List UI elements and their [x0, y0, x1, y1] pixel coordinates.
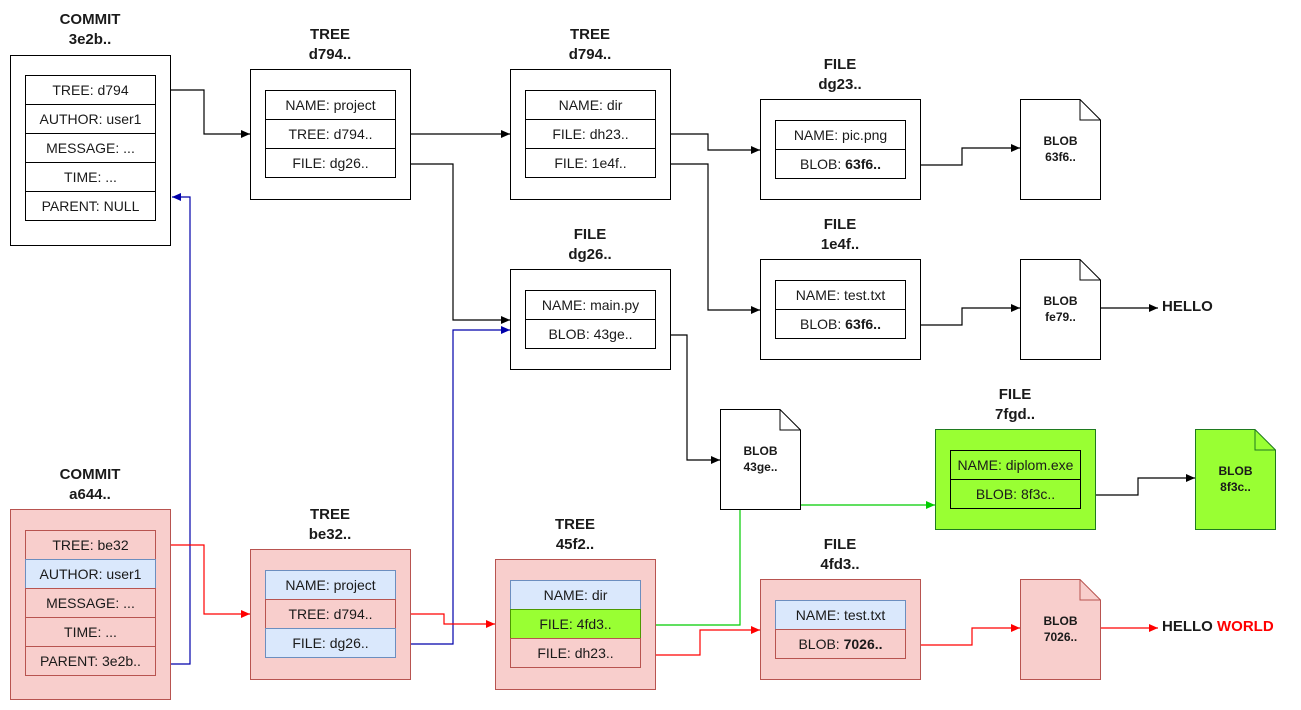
commit2-message: MESSAGE: ...	[25, 588, 156, 618]
commit1-node: TREE: d794 AUTHOR: user1 MESSAGE: ... TI…	[10, 55, 171, 246]
wire-commit2-tree3	[155, 544, 250, 618]
file-1e4f-title: FILE 1e4f..	[820, 216, 860, 253]
file-dg23-node: NAME: pic.png BLOB: 63f6..	[760, 99, 921, 200]
document-icon	[1020, 579, 1101, 680]
file-dg23-blob-prefix: BLOB:	[800, 156, 846, 172]
tree4-file-dh23: FILE: dh23..	[510, 638, 641, 668]
wire-tree1-filedg26	[395, 163, 510, 324]
file-1e4f-node: NAME: test.txt BLOB: 63f6..	[760, 259, 921, 360]
file-dg23-title: FILE dg23..	[818, 56, 862, 93]
blob-63f6: BLOB 63f6..	[1020, 99, 1101, 200]
commit1-title: COMMIT 3e2b..	[59, 11, 121, 48]
file-4fd3-title: FILE 4fd3..	[820, 536, 860, 573]
wire-file7fgd-blob	[1080, 474, 1195, 496]
commit1-parent: PARENT: NULL	[25, 191, 156, 221]
tree3-title: TREE be32..	[308, 506, 352, 543]
tree1-tree: TREE: d794..	[265, 119, 396, 149]
file-7fgd-blob: BLOB: 8f3c..	[950, 479, 1081, 509]
commit1-time: TIME: ...	[25, 162, 156, 192]
wire-tree4-file7fgd	[640, 501, 935, 626]
commit2-node: TREE: be32 AUTHOR: user1 MESSAGE: ... TI…	[10, 509, 171, 700]
wire-tree3-tree4	[395, 613, 495, 628]
file-dg26-blob: BLOB: 43ge..	[525, 319, 656, 349]
blob-43ge-label: BLOB 43ge..	[743, 444, 778, 474]
tree2-node: NAME: dir FILE: dh23.. FILE: 1e4f..	[510, 69, 671, 200]
blob-8f3c-label: BLOB 8f3c..	[1218, 464, 1253, 494]
file-dg26-title: FILE dg26..	[568, 226, 612, 263]
wire-commit1-tree1	[171, 89, 250, 138]
blob-fe79: BLOB fe79..	[1020, 259, 1101, 360]
document-icon	[720, 409, 801, 510]
document-icon	[1195, 429, 1276, 530]
tree1-node: NAME: project TREE: d794.. FILE: dg26..	[250, 69, 411, 200]
blob-43ge: BLOB 43ge..	[720, 409, 801, 510]
wire-filedg26-blob	[655, 334, 720, 464]
tree4-node: NAME: dir FILE: 4fd3.. FILE: dh23..	[495, 559, 656, 690]
tree3-tree: TREE: d794..	[265, 599, 396, 629]
tree3-file: FILE: dg26..	[265, 628, 396, 658]
tree1-file: FILE: dg26..	[265, 148, 396, 178]
hello-word: HELLO	[1162, 618, 1217, 635]
wire-tree2-file1e4f	[655, 163, 760, 314]
tree2-file-1e4f: FILE: 1e4f..	[525, 148, 656, 178]
tree1-name: NAME: project	[265, 90, 396, 120]
commit2-title: COMMIT a644..	[59, 466, 121, 503]
commit1-message: MESSAGE: ...	[25, 133, 156, 163]
commit1-tree: TREE: d794	[25, 75, 156, 105]
wire-tree3-filedg26	[395, 326, 510, 645]
file-4fd3-blob: BLOB: 7026..	[775, 629, 906, 659]
file-4fd3-node: NAME: test.txt BLOB: 7026..	[760, 579, 921, 680]
tree2-name: NAME: dir	[525, 90, 656, 120]
tree2-file-dh23: FILE: dh23..	[525, 119, 656, 149]
hello-world-text: HELLO WORLD	[1162, 618, 1274, 635]
tree1-title: TREE d794..	[308, 26, 352, 63]
file-4fd3-name: NAME: test.txt	[775, 600, 906, 630]
tree4-title: TREE 45f2..	[554, 516, 595, 553]
commit2-author: AUTHOR: user1	[25, 559, 156, 589]
commit2-parent: PARENT: 3e2b..	[25, 646, 156, 676]
tree4-name: NAME: dir	[510, 580, 641, 610]
blob-7026-label: BLOB 7026..	[1043, 614, 1078, 644]
document-icon	[1020, 259, 1101, 360]
commit2-tree: TREE: be32	[25, 530, 156, 560]
hello-text: HELLO	[1162, 298, 1213, 315]
file-1e4f-blob-prefix: BLOB:	[800, 316, 846, 332]
wire-filedg23-blob	[905, 144, 1020, 166]
wire-file4fd3-blob	[905, 624, 1020, 646]
wire-tree2-filedg23	[655, 133, 760, 154]
file-4fd3-blob-value: 7026..	[843, 636, 883, 652]
file-1e4f-blob: BLOB: 63f6..	[775, 309, 906, 339]
file-7fgd-name: NAME: diplom.exe	[950, 450, 1081, 480]
wire-file1e4f-blob	[905, 304, 1020, 326]
document-icon	[1020, 99, 1101, 200]
file-7fgd-title: FILE 7fgd..	[995, 386, 1035, 423]
commit1-author: AUTHOR: user1	[25, 104, 156, 134]
file-dg23-blob-value: 63f6..	[845, 156, 881, 172]
tree3-node: NAME: project TREE: d794.. FILE: dg26..	[250, 549, 411, 680]
file-1e4f-name: NAME: test.txt	[775, 280, 906, 310]
tree3-name: NAME: project	[265, 570, 396, 600]
tree4-file-4fd3: FILE: 4fd3..	[510, 609, 641, 639]
file-dg26-node: NAME: main.py BLOB: 43ge..	[510, 269, 671, 370]
wire-tree4-file4fd3	[640, 626, 760, 656]
commit2-time: TIME: ...	[25, 617, 156, 647]
blob-fe79-label: BLOB fe79..	[1043, 294, 1078, 324]
blob-7026: BLOB 7026..	[1020, 579, 1101, 680]
file-dg26-name: NAME: main.py	[525, 290, 656, 320]
tree2-title: TREE d794..	[568, 26, 612, 63]
blob-8f3c: BLOB 8f3c..	[1195, 429, 1276, 530]
file-1e4f-blob-value: 63f6..	[845, 316, 881, 332]
file-7fgd-node: NAME: diplom.exe BLOB: 8f3c..	[935, 429, 1096, 530]
file-dg23-blob: BLOB: 63f6..	[775, 149, 906, 179]
wire-parent-commit1	[155, 193, 191, 665]
file-4fd3-blob-prefix: BLOB:	[798, 636, 844, 652]
blob-63f6-label: BLOB 63f6..	[1043, 134, 1078, 164]
world-word: WORLD	[1217, 618, 1274, 635]
file-dg23-name: NAME: pic.png	[775, 120, 906, 150]
